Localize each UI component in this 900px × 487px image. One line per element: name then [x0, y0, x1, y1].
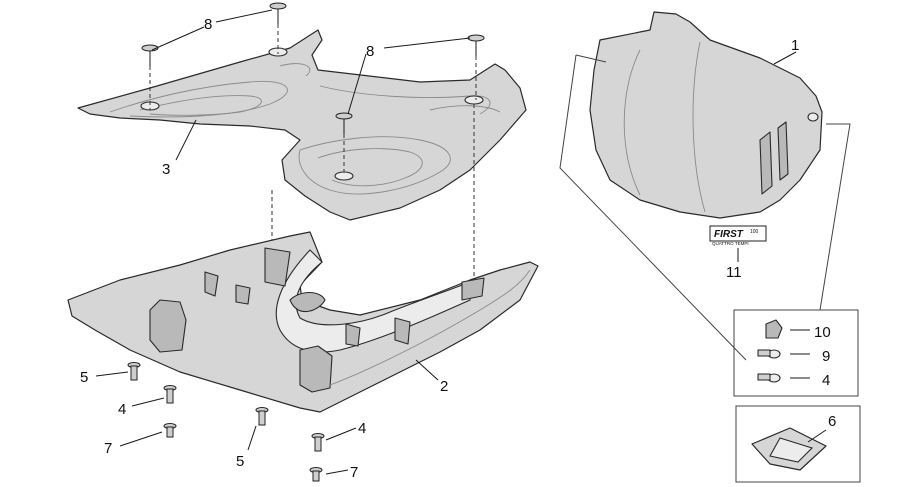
- callout-9: 9: [822, 348, 830, 365]
- callout-6: 6: [828, 413, 836, 430]
- callout-2: 2: [440, 378, 448, 395]
- clip-box: [735, 405, 861, 483]
- alignment-lines: [149, 24, 477, 285]
- callout-8-left: 8: [204, 16, 212, 33]
- callout-7-center: 7: [350, 464, 358, 481]
- callout-5-center: 5: [236, 453, 244, 470]
- callout-4-box: 4: [822, 372, 830, 389]
- screw-footboard-top: [269, 2, 287, 24]
- callout-1: 1: [791, 37, 799, 54]
- screw-footboard-right: [467, 34, 485, 56]
- decal-subtitle: QUATTRO TEMPI: [712, 241, 749, 246]
- screw-7-left: [163, 423, 177, 438]
- hardware-box: [733, 309, 859, 397]
- callout-8-right: 8: [366, 43, 374, 60]
- decal-brand: FIRST: [714, 229, 744, 240]
- callout-3: 3: [162, 161, 170, 178]
- screw-footboard-center: [335, 112, 353, 134]
- grommet: [765, 319, 783, 339]
- screw-5-center: [255, 407, 269, 426]
- callout-7-left: 7: [104, 440, 112, 457]
- callout-4-left: 4: [118, 401, 126, 418]
- screw-7-center: [309, 467, 323, 482]
- underbody-panel: [67, 231, 539, 413]
- first-decal: FIRST 100 QUATTRO TEMPI: [709, 225, 767, 262]
- callout-11: 11: [726, 264, 742, 281]
- callout-10: 10: [814, 324, 831, 341]
- decal-badge: 100: [750, 229, 759, 235]
- footboard-panel: [77, 29, 527, 221]
- screw-4-left: [163, 385, 177, 404]
- callout-5-left: 5: [80, 369, 88, 386]
- screw-5-left: [127, 362, 141, 381]
- callout-4-center: 4: [358, 420, 366, 437]
- cover-frame-lines: [559, 54, 851, 361]
- callout-labels: 1 2 3 4 4 4 5 5 6 7 7 8 8 9 10 11: [80, 16, 836, 481]
- leg-shield-cover: [589, 11, 823, 219]
- leader-lines: [95, 9, 797, 475]
- screw-4-center: [311, 433, 325, 452]
